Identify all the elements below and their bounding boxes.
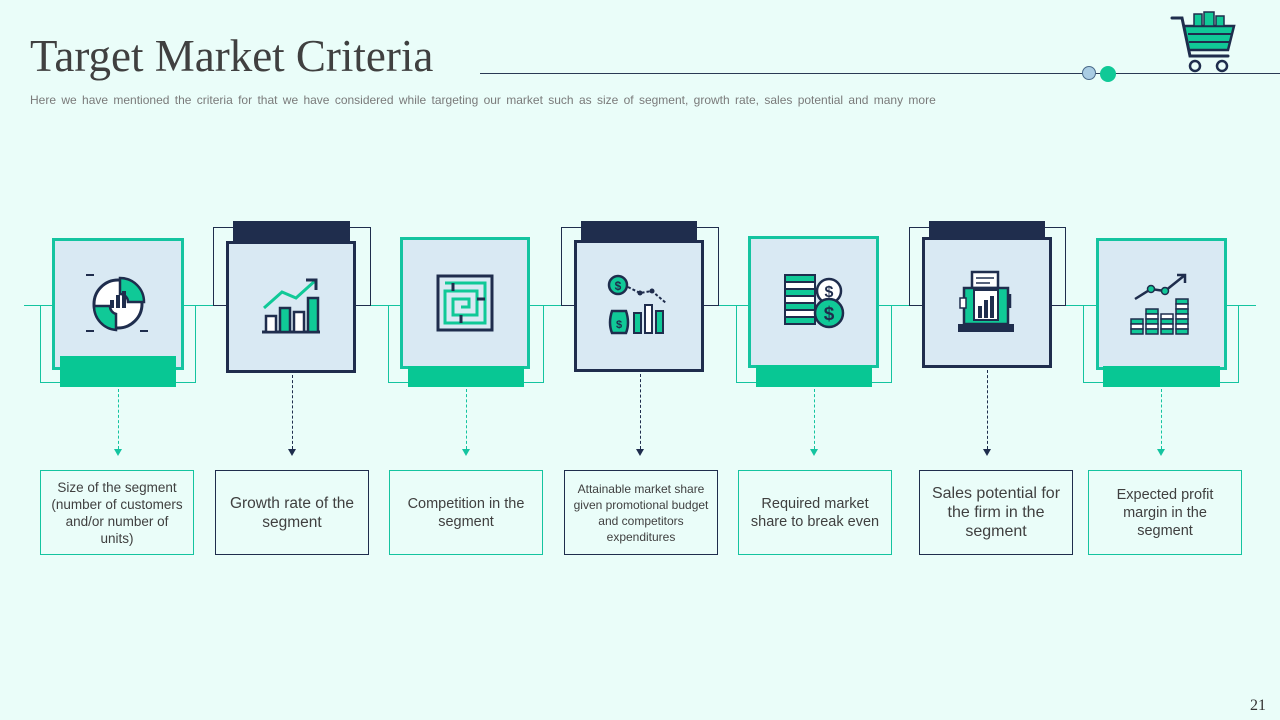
money-bag-chart-icon: $ $: [607, 274, 667, 335]
decorative-dot-blue: [1082, 66, 1096, 80]
criterion-label-box: Required market share to break even: [738, 470, 892, 555]
svg-text:$: $: [615, 279, 622, 293]
criterion-arrow: [114, 449, 122, 456]
criterion-tab: [408, 366, 524, 387]
coins-dollar-icon: $ $: [783, 274, 844, 329]
criterion-connector: [814, 389, 815, 449]
criterion-arrow: [983, 449, 991, 456]
criterion-connector: [1161, 389, 1162, 449]
criterion-arrow: [1157, 449, 1165, 456]
criterion-label-box: Sales potential for the firm in the segm…: [919, 470, 1073, 555]
criterion-icon-box: [922, 237, 1052, 368]
criterion-label: Competition in the segment: [407, 495, 525, 530]
coin-stack-growth-icon: [1129, 273, 1189, 335]
criterion-arrow: [810, 449, 818, 456]
decorative-dot-green: [1100, 66, 1116, 82]
criterion-label: Attainable market share given promotiona…: [573, 481, 709, 544]
criterion-label-box: Size of the segment (number of customers…: [40, 470, 194, 555]
page-subtitle: Here we have mentioned the criteria for …: [30, 93, 936, 107]
criterion-connector: [466, 389, 467, 449]
criterion-label-box: Attainable market share given promotiona…: [564, 470, 718, 555]
criterion-label-box: Growth rate of the segment: [215, 470, 369, 555]
growth-chart-icon: [262, 278, 320, 334]
criterion-icon-box: $ $: [574, 240, 704, 372]
shopping-cart-icon: [1170, 11, 1236, 73]
criterion-label: Expected profit margin in the segment: [1116, 486, 1214, 539]
svg-text:$: $: [823, 304, 834, 325]
page-number: 21: [1250, 697, 1266, 714]
criterion-label-box: Expected profit margin in the segment: [1088, 470, 1242, 555]
criterion-connector: [640, 374, 641, 449]
pie-chart-icon: [86, 274, 148, 332]
criterion-label: Size of the segment (number of customers…: [51, 479, 183, 546]
cash-register-icon: [958, 270, 1014, 332]
criterion-icon-box: [52, 238, 184, 370]
criterion-connector: [292, 375, 293, 449]
criterion-tab: [1103, 366, 1220, 387]
criterion-label: Sales potential for the firm in the segm…: [931, 485, 1061, 540]
criterion-icon-box: [1096, 238, 1227, 370]
criterion-label-box: Competition in the segment: [389, 470, 543, 555]
criterion-icon-box: [226, 241, 356, 373]
criterion-connector: [118, 389, 119, 449]
criterion-tab: [60, 356, 176, 387]
criterion-tab: [756, 365, 872, 387]
criterion-arrow: [462, 449, 470, 456]
page-title: Target Market Criteria: [30, 31, 434, 81]
criterion-arrow: [636, 449, 644, 456]
svg-text:$: $: [616, 319, 622, 331]
maze-icon: [436, 274, 494, 332]
criterion-icon-box: $ $: [748, 236, 879, 368]
criterion-connector: [987, 370, 988, 449]
criterion-label: Required market share to break even: [750, 495, 880, 530]
title-divider: [480, 73, 1280, 74]
svg-text:$: $: [824, 284, 833, 301]
criterion-icon-box: [400, 237, 530, 369]
criterion-arrow: [288, 449, 296, 456]
criterion-label: Growth rate of the segment: [229, 494, 355, 531]
